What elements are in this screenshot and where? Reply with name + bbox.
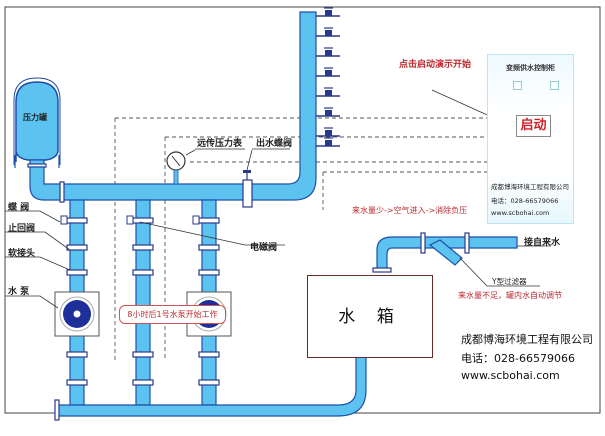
label-flexible-joint: 软接头 xyxy=(8,247,35,259)
cabinet-company: 成都博海环境工程有限公司 xyxy=(491,183,569,191)
inlet-pipe xyxy=(372,232,518,273)
branch-valve xyxy=(316,87,340,97)
outlet-butterfly-valve xyxy=(242,170,253,208)
water-tank: 水 箱 xyxy=(307,275,433,358)
flange xyxy=(66,379,88,386)
label-leaders xyxy=(5,89,551,309)
start-button[interactable]: 启动 xyxy=(516,115,551,137)
pressure-tank xyxy=(13,77,61,169)
pump-column xyxy=(54,199,100,406)
cabinet-website: www.scbohai.com xyxy=(491,209,550,217)
demo-hint: 点击启动演示开始 xyxy=(399,60,472,70)
remote-pressure-gauge xyxy=(166,151,186,185)
indicator-light xyxy=(513,81,522,90)
flange xyxy=(198,244,220,251)
label-city-water-inlet: 接自来水 xyxy=(524,236,561,248)
flange xyxy=(198,217,220,224)
label-remote-pressure-gauge: 远传压力表 xyxy=(197,137,243,149)
valve-handle-icon xyxy=(60,215,68,225)
flange xyxy=(132,269,154,276)
note-insufficient-inflow: 来水量不足，罐内水自动调节 xyxy=(458,290,562,300)
note-low-inflow: 来水量少->空气进入->消除负压 xyxy=(352,205,467,215)
outlet-header-pipe xyxy=(29,7,340,203)
indicator-light xyxy=(550,81,559,90)
pump-column xyxy=(186,199,232,406)
flange xyxy=(66,351,88,358)
water-pump xyxy=(54,291,100,337)
flange xyxy=(66,217,88,224)
flange xyxy=(66,244,88,251)
label-solenoid-valve: 电磁阀 xyxy=(250,241,277,253)
label-butterfly-valve: 蝶 阀 xyxy=(8,201,29,213)
water-tank-label: 水 箱 xyxy=(338,307,402,327)
pump-start-callout: 8小时后1号水泵开始工作 xyxy=(119,305,226,324)
flange xyxy=(198,351,220,358)
label-y-strainer: Y型过滤器 xyxy=(491,276,527,286)
branch-valve xyxy=(316,67,340,77)
branch-valve xyxy=(316,27,340,37)
label-water-pump: 水 泵 xyxy=(8,285,30,297)
footer-website: www.scbohai.com xyxy=(461,369,560,382)
flange xyxy=(66,269,88,276)
cabinet-phone: 电话：028-66579066 xyxy=(491,197,559,205)
flange xyxy=(132,379,154,386)
label-check-valve: 止回阀 xyxy=(8,222,35,234)
control-signal-lines xyxy=(114,117,487,360)
valve-handle-icon xyxy=(126,215,134,225)
control-cabinet: 变频供水控制柜 启动 成都博海环境工程有限公司 电话：028-66579066 … xyxy=(487,54,574,224)
branch-valve xyxy=(316,137,340,147)
flange xyxy=(132,351,154,358)
valve-handle-icon xyxy=(192,215,200,225)
footer-company: 成都博海环境工程有限公司 xyxy=(461,333,593,346)
footer-phone: 电话：028-66579066 xyxy=(461,352,575,365)
label-outlet-butterfly-valve: 出水蝶阀 xyxy=(256,137,292,149)
branch-valve xyxy=(316,47,340,57)
flange xyxy=(198,269,220,276)
pump-column xyxy=(126,199,154,406)
flange xyxy=(198,379,220,386)
branch-valve xyxy=(316,107,340,117)
branch-valve xyxy=(316,127,340,137)
branch-valve xyxy=(316,7,340,17)
flange xyxy=(132,244,154,251)
header-flange xyxy=(59,181,65,203)
label-pressure-tank: 压力罐 xyxy=(23,112,47,122)
riser-branch-valves xyxy=(316,7,340,147)
control-cabinet-title: 变频供水控制柜 xyxy=(506,64,555,72)
pump-columns xyxy=(54,199,232,406)
